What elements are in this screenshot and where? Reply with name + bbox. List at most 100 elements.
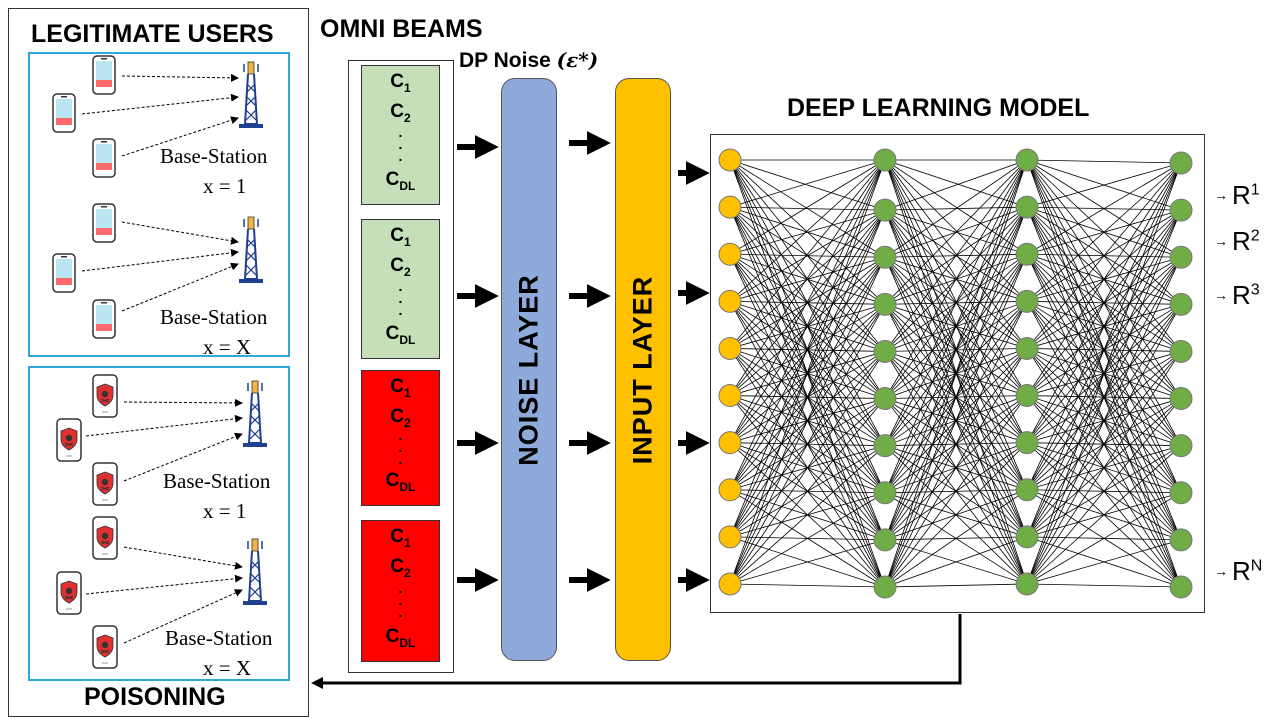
noise-layer: NOISE LAYER — [501, 78, 557, 661]
omni-beams-title: OMNI BEAMS — [320, 15, 483, 43]
channel-index: 1 — [404, 385, 411, 400]
base-station-label: Base-Station — [165, 626, 273, 650]
ellipsis-vertical: . . . — [398, 278, 403, 318]
users-graphics — [52, 55, 268, 669]
output-node — [1169, 575, 1193, 599]
feedback-arrow — [311, 614, 962, 689]
channel-index: 2 — [404, 264, 411, 279]
channel-index: DL — [399, 178, 416, 193]
channel-label: CDL — [362, 627, 439, 649]
station-index-label: x = X — [203, 656, 252, 680]
input-node — [718, 336, 742, 360]
output-node — [1169, 481, 1193, 505]
output-base: R — [1232, 280, 1251, 310]
station-index-label: x = X — [203, 335, 252, 359]
hidden-node — [1015, 384, 1039, 408]
output-node — [1169, 528, 1193, 552]
dp-noise-text: DP Noise — [459, 49, 551, 72]
channel-label: C1 — [362, 226, 439, 248]
base-station-label: Base-Station — [160, 144, 268, 168]
hidden-node — [873, 434, 897, 458]
deep-learning-model-title: DEEP LEARNING MODEL — [787, 94, 1090, 122]
channel-base: C — [390, 225, 405, 246]
channel-base: C — [390, 406, 405, 427]
output-label: →R3 — [1214, 280, 1260, 311]
hidden-node — [873, 528, 897, 552]
channel-label: CDL — [362, 471, 439, 493]
channel-label: CDL — [362, 324, 439, 346]
channel-base: C — [385, 323, 400, 344]
base-station-label: Base-Station — [160, 305, 268, 329]
hidden-node — [873, 148, 897, 172]
input-node — [718, 572, 742, 596]
output-label: →RN — [1214, 556, 1262, 587]
poisoning-title: POISONING — [84, 683, 226, 711]
input-node — [718, 148, 742, 172]
output-node — [1169, 434, 1193, 458]
dp-noise-label: DP Noise (ε*) — [459, 48, 598, 73]
input-node — [718, 195, 742, 219]
channel-label: C2 — [362, 256, 439, 278]
channel-label: C1 — [362, 377, 439, 399]
model-box — [710, 134, 1205, 613]
ellipsis-vertical: . . . — [398, 580, 403, 620]
output-arrow-icon: → — [1214, 563, 1228, 579]
hidden-node — [873, 387, 897, 411]
hidden-node — [1015, 572, 1039, 596]
channel-index: 1 — [404, 535, 411, 550]
omni-beams-container — [348, 60, 454, 673]
input-node — [718, 478, 742, 502]
channel-index: DL — [399, 635, 416, 650]
output-label: →R2 — [1214, 226, 1260, 257]
channel-label: C2 — [362, 102, 439, 124]
station-index-label: x = 1 — [203, 174, 247, 198]
output-node — [1169, 292, 1193, 316]
channel-label: C2 — [362, 407, 439, 429]
users-panel — [8, 8, 309, 717]
hidden-node — [873, 245, 897, 269]
channel-index: 2 — [404, 415, 411, 430]
ellipsis-vertical: . . . — [398, 124, 403, 164]
hidden-node — [873, 481, 897, 505]
output-index: 1 — [1250, 181, 1260, 199]
epsilon-symbol: (ε*) — [556, 48, 599, 72]
output-arrow-icon: → — [1214, 287, 1228, 303]
channel-label: C1 — [362, 527, 439, 549]
channel-label: C2 — [362, 557, 439, 579]
nn-edges — [729, 159, 1182, 588]
channel-label: C1 — [362, 72, 439, 94]
output-base: R — [1232, 180, 1251, 210]
channel-base: C — [385, 626, 400, 647]
output-node — [1169, 151, 1193, 175]
channel-base: C — [390, 376, 405, 397]
channel-base: C — [390, 71, 405, 92]
output-node — [1169, 339, 1193, 363]
hidden-node — [1015, 336, 1039, 360]
legitimate-users-title: LEGITIMATE USERS — [31, 20, 274, 48]
input-node — [718, 431, 742, 455]
hidden-node — [1015, 195, 1039, 219]
output-arrow-icon: → — [1214, 233, 1228, 249]
output-base: R — [1232, 556, 1251, 586]
output-index: 2 — [1250, 227, 1260, 245]
input-node — [718, 242, 742, 266]
channel-base: C — [385, 169, 400, 190]
hidden-node — [1015, 242, 1039, 266]
output-index: 3 — [1250, 281, 1260, 299]
channel-base: C — [390, 101, 405, 122]
output-arrow-icon: → — [1214, 187, 1228, 203]
channel-index: 2 — [404, 565, 411, 580]
output-node — [1169, 387, 1193, 411]
input-layer: INPUT LAYER — [615, 78, 671, 661]
output-index: N — [1250, 557, 1263, 575]
hidden-node — [1015, 478, 1039, 502]
hidden-node — [873, 339, 897, 363]
channel-index: DL — [399, 479, 416, 494]
station-index-label: x = 1 — [203, 499, 247, 523]
base-station-label: Base-Station — [163, 469, 271, 493]
